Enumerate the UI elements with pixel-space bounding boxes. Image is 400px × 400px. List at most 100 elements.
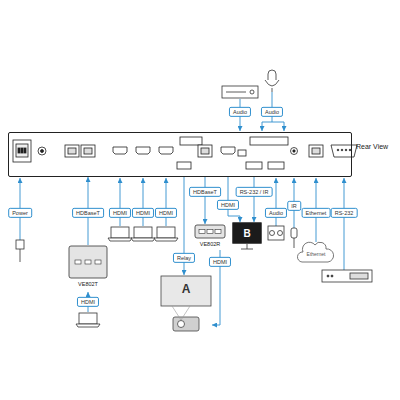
microphone-icon: [265, 70, 279, 92]
terminal-block: [180, 137, 202, 145]
rj45-port: [81, 145, 95, 157]
laptop-icon: [157, 227, 175, 238]
connection-tag: Relay: [173, 253, 195, 263]
ir-receiver: [291, 228, 297, 248]
panel-ports: [13, 137, 357, 169]
extender-body: [69, 246, 107, 278]
port-tag: HDMI: [77, 297, 99, 307]
db9-port: [337, 149, 339, 151]
wire: [276, 178, 277, 226]
rj45-port: [309, 145, 323, 157]
display-icon: B: [232, 222, 262, 244]
extender-port: [207, 230, 213, 234]
power-plug: [16, 240, 24, 262]
db9-port: [331, 145, 357, 157]
device-name: VE802T: [78, 281, 98, 287]
wire: [284, 122, 285, 131]
speaker-icon: [278, 231, 283, 236]
power-socket: [18, 148, 20, 153]
hdmi-port: [136, 147, 150, 154]
extender-box: VE802T: [68, 245, 108, 290]
hdmi-port: [136, 147, 150, 154]
hdmi-port: [159, 147, 173, 154]
rj45-port: [198, 145, 212, 157]
extender-icon: [194, 224, 226, 239]
power-switch: [38, 147, 46, 155]
connection-tag: HDMI: [209, 257, 231, 267]
db9-port: [349, 149, 351, 151]
hdmi-port: [221, 147, 235, 154]
display-letter: B: [243, 228, 250, 239]
port-tag: Power: [8, 208, 32, 218]
db9-port: [331, 145, 357, 157]
wire: [120, 178, 121, 226]
rj45-port: [65, 145, 79, 157]
audio-source: [222, 86, 258, 98]
display-letter: A: [182, 282, 191, 296]
rj45-port: [198, 145, 212, 157]
connection-tag: HDMI: [217, 200, 239, 210]
serial-controller: [350, 273, 368, 279]
terminal-block: [268, 162, 284, 169]
ir-jack: [293, 150, 295, 152]
port-tag: IR: [287, 201, 301, 211]
monitor-stand: [241, 249, 253, 250]
laptop-icon: [108, 238, 132, 241]
projector-body: [173, 317, 199, 331]
extender-icon: [68, 245, 108, 279]
connection-tag: HDBaseT: [189, 187, 221, 197]
ir-jack: [291, 148, 298, 155]
audio-source: [226, 92, 246, 93]
terminal-block: [238, 137, 288, 169]
ir-receiver: [294, 238, 295, 248]
serial-controller: [327, 275, 329, 277]
power-socket: [24, 148, 26, 153]
serial-controller: [331, 275, 333, 277]
power-socket: [16, 144, 28, 157]
light-beam: [172, 306, 190, 320]
rj45-port: [201, 148, 209, 154]
audio-source: [222, 86, 258, 98]
terminal-block: [268, 162, 284, 169]
extender-body: [195, 225, 225, 238]
wire: [143, 178, 144, 226]
monitor-stand: [241, 244, 253, 249]
rj45-port: [309, 145, 323, 157]
db9-port: [341, 149, 343, 151]
rj45-port: [68, 148, 76, 154]
ir-jack: [291, 148, 298, 155]
rj45-port: [312, 148, 320, 154]
audio-source: [250, 90, 254, 94]
projector-screen: A: [160, 275, 212, 335]
speaker-icon: [270, 231, 275, 236]
hdmi-port: [159, 147, 173, 154]
port-tag: Audio: [265, 208, 287, 218]
connection-tag: RS-232 / IR: [236, 187, 273, 197]
port-tag: HDMI: [155, 208, 177, 218]
port-tag: HDMI: [109, 208, 131, 218]
laptop-icon: [154, 238, 178, 241]
power-socket: [21, 148, 23, 153]
hdmi-port: [113, 147, 127, 154]
laptop-icon: [79, 313, 97, 324]
db9-port: [345, 149, 347, 151]
device-panel: Rear View: [8, 132, 352, 177]
extender-port: [215, 230, 221, 234]
laptop-icon: [76, 324, 100, 327]
laptop-icon: [111, 227, 129, 238]
terminal-block: [177, 162, 191, 169]
power-socket: [13, 140, 31, 162]
power-socket: [13, 140, 31, 162]
projector-lens: [178, 321, 185, 328]
network-cloud: [297, 242, 333, 262]
extender-port: [199, 230, 205, 234]
monitor-stand: [247, 244, 248, 249]
extender-port: [75, 260, 81, 264]
serial-controller: [322, 270, 372, 282]
wire: [166, 178, 167, 226]
network-cloud: [297, 242, 333, 262]
speaker-icon: [268, 226, 284, 240]
port-tag: Audio: [229, 107, 251, 117]
laptop-icon: [131, 238, 155, 241]
speaker-icon: [268, 226, 284, 240]
